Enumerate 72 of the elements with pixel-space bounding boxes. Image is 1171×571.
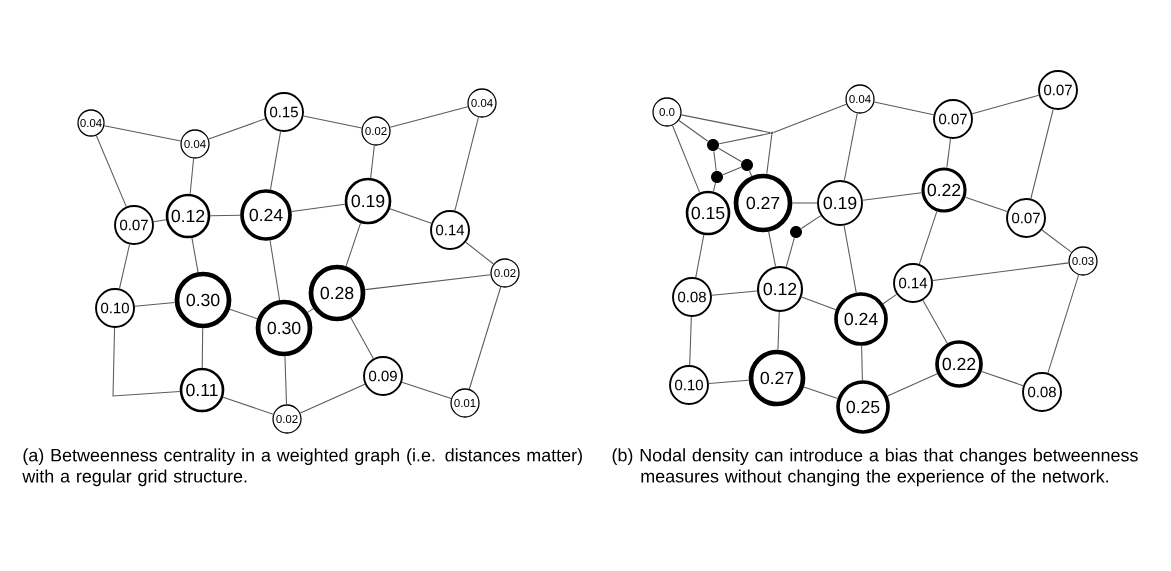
edge-line <box>350 317 374 360</box>
edge-line <box>208 118 266 140</box>
edge-line <box>191 237 199 273</box>
edge-line <box>722 166 742 176</box>
edge-line <box>800 215 822 230</box>
edge-line <box>689 316 692 366</box>
edge-line <box>284 355 288 405</box>
edge-line <box>269 240 281 301</box>
edge-line <box>768 231 777 267</box>
edge-line <box>209 214 241 217</box>
edge-line <box>364 274 491 291</box>
edge-line <box>712 182 716 192</box>
edge-line <box>303 115 363 129</box>
edge-line <box>887 373 938 397</box>
edge-line <box>269 131 282 191</box>
edge-line <box>717 147 743 163</box>
edge-line <box>1041 229 1072 253</box>
edge-line <box>465 241 494 265</box>
edge-line <box>95 135 127 208</box>
edge-line <box>843 112 858 181</box>
edge-line <box>718 132 771 145</box>
edge-line <box>678 120 709 142</box>
edge-line <box>389 106 469 128</box>
edge-line <box>680 114 771 134</box>
edge-line <box>861 345 863 381</box>
edge-line <box>189 158 195 195</box>
edge-line <box>946 138 952 169</box>
edge-line <box>918 210 938 265</box>
edge-line <box>882 293 898 305</box>
edge-line <box>401 381 452 399</box>
edge-line <box>112 327 181 397</box>
edge-line <box>389 208 432 224</box>
edge-line <box>695 234 705 278</box>
edge-line <box>1047 274 1080 374</box>
edge-line <box>222 396 274 415</box>
edge-line <box>708 379 750 384</box>
edge-line <box>153 219 167 223</box>
edge-line <box>922 299 948 344</box>
edge-line <box>748 170 753 177</box>
edge-line <box>1030 108 1054 200</box>
edge-line <box>672 125 701 193</box>
edge-line <box>468 286 502 390</box>
edge-line <box>201 327 204 369</box>
edge-line <box>932 262 1070 281</box>
edge-line <box>291 203 346 212</box>
edge-line <box>370 145 375 179</box>
edge-line <box>711 290 758 296</box>
caption: (b) Nodal density can introduce a bias that changes betweenness measures without changing the experience of the network. <box>612 448 1138 487</box>
edge-line <box>345 222 362 267</box>
edge-line <box>103 125 182 142</box>
edge-line <box>843 225 857 294</box>
edge-line <box>118 243 131 290</box>
edge-line <box>766 134 773 175</box>
edge-line <box>785 237 795 268</box>
edge-line <box>134 302 176 307</box>
edge-line <box>307 308 314 313</box>
edge-line <box>791 202 818 204</box>
junction-point <box>770 131 774 135</box>
edge-line <box>229 308 258 320</box>
edge-line <box>773 103 847 133</box>
edge-line <box>981 371 1024 387</box>
edge-line <box>713 150 717 172</box>
edge-line <box>873 101 935 116</box>
edge-line <box>964 196 1008 213</box>
edge-line <box>801 296 837 311</box>
edge-line <box>299 383 366 414</box>
edge-line <box>862 192 923 201</box>
edge-line <box>454 116 479 212</box>
edge-line <box>777 311 780 351</box>
caption: (a) Betweenness centrality in a weighted graph (i.e. distances matter) with a regular grid structure. <box>22 448 582 487</box>
edge-line <box>803 386 839 399</box>
edge-line <box>971 94 1040 115</box>
